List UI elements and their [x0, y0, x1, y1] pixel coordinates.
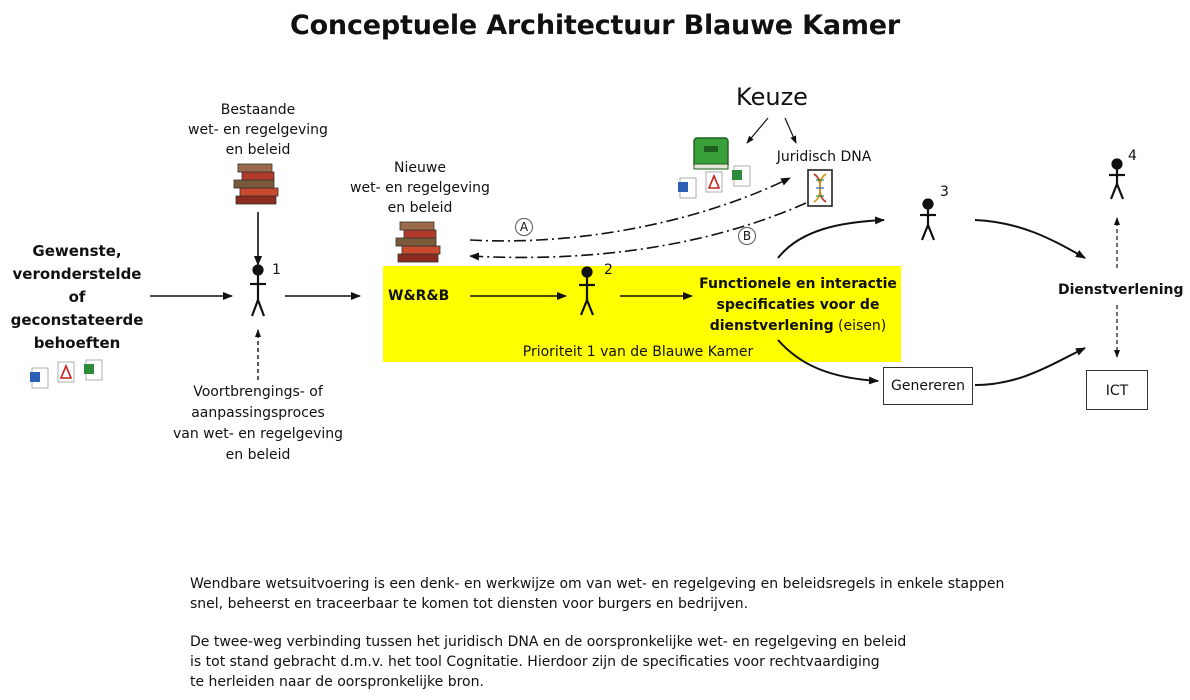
- marker-a: A: [519, 220, 529, 234]
- actor-2-number: 2: [604, 262, 613, 278]
- actor-3-number: 3: [940, 184, 949, 200]
- book-stack-new-icon: [395, 221, 441, 263]
- actor-4-number: 4: [1128, 148, 1137, 164]
- needs-label: Gewenste, veronderstelde of geconstateer…: [2, 240, 152, 355]
- word-doc-icon: [30, 367, 49, 389]
- green-book-icon: [693, 137, 729, 170]
- actor-4-icon: [1109, 158, 1125, 200]
- marker-b-circle: [738, 227, 756, 245]
- actor-3-icon: [920, 198, 936, 241]
- new-law-line: wet- en regelgeving: [350, 180, 490, 196]
- needs-line: veronderstelde: [12, 265, 142, 283]
- marker-b: B: [742, 229, 752, 243]
- priority-label: Prioriteit 1 van de Blauwe Kamer: [522, 344, 754, 360]
- specs-line: dienstverlening (eisen): [693, 316, 903, 337]
- paragraph-2: De twee-weg verbinding tussen het juridi…: [190, 632, 1050, 692]
- specs-label: Functionele en interactie specificaties …: [693, 274, 903, 337]
- process-line: van wet- en regelgeving: [172, 426, 344, 442]
- actor-1-icon: [250, 264, 266, 317]
- specs-line3-bold: dienstverlening: [709, 318, 834, 334]
- arrow-generate-to-service: [974, 347, 1086, 386]
- generate-box: Genereren: [883, 367, 973, 405]
- paragraph-line: Wendbare wetsuitvoering is een denk- en …: [190, 576, 1005, 592]
- existing-line: Bestaande: [220, 102, 296, 118]
- new-law-line: en beleid: [387, 200, 453, 216]
- new-law-line: Nieuwe: [394, 160, 446, 176]
- needs-line: of: [68, 288, 86, 306]
- existing-line: en beleid: [225, 142, 291, 158]
- new-law-label: Nieuwe wet- en regelgeving en beleid: [340, 158, 500, 218]
- wrb-label: W&R&B: [388, 288, 450, 304]
- arrow-keuze-to-book: [746, 117, 769, 144]
- priority-area: [383, 266, 901, 362]
- ict-box: ICT: [1086, 370, 1148, 410]
- specs-line: Functionele en interactie: [699, 276, 897, 292]
- process-line: en beleid: [225, 447, 291, 463]
- specs-line: specificaties voor de: [716, 297, 880, 313]
- choice-label: Keuze: [736, 83, 808, 111]
- book-stack-existing-icon: [233, 163, 279, 205]
- marker-a-circle: [515, 218, 533, 236]
- existing-law-label: Bestaande wet- en regelgeving en beleid: [178, 100, 338, 160]
- excel-doc-icon-2: [732, 165, 751, 187]
- arrow-specs-to-generate: [777, 339, 879, 385]
- arrow-keuze-to-dna: [784, 117, 797, 144]
- existing-line: wet- en regelgeving: [188, 122, 328, 138]
- juridisch-dna-label: Juridisch DNA: [776, 149, 872, 165]
- arrow-actor3-to-service: [974, 219, 1086, 259]
- process-label: Voortbrengings- of aanpassingsproces van…: [158, 382, 358, 466]
- link-b: [469, 202, 807, 261]
- excel-doc-icon: [84, 359, 103, 381]
- actor-2-icon: [579, 266, 595, 316]
- needs-line: Gewenste,: [32, 242, 122, 260]
- process-line: aanpassingsproces: [191, 405, 325, 421]
- paragraph-line: is tot stand gebracht d.m.v. het tool Co…: [190, 654, 880, 670]
- specs-line3-rest: (eisen): [833, 318, 887, 334]
- actor-1-number: 1: [272, 262, 281, 278]
- process-line: Voortbrengings- of: [193, 384, 323, 400]
- diagram-title: Conceptuele Architectuur Blauwe Kamer: [289, 10, 901, 41]
- paragraph-line: De twee-weg verbinding tussen het juridi…: [190, 634, 907, 650]
- pdf-doc-icon: [57, 361, 75, 383]
- service-label: Dienstverlening: [1058, 282, 1184, 298]
- dna-icon: [807, 169, 833, 207]
- needs-line: behoeften: [33, 334, 121, 352]
- word-doc-icon-2: [678, 177, 697, 199]
- paragraph-line: te herleiden naar de oorspronkelijke bro…: [190, 674, 484, 690]
- paragraph-line: snel, beheerst en traceerbaar te komen t…: [190, 596, 749, 612]
- paragraph-1: Wendbare wetsuitvoering is een denk- en …: [190, 574, 1050, 614]
- link-a: [469, 177, 791, 242]
- needs-line: geconstateerde: [10, 311, 144, 329]
- arrow-specs-to-actor3: [777, 216, 885, 259]
- pdf-doc-icon-2: [705, 171, 723, 193]
